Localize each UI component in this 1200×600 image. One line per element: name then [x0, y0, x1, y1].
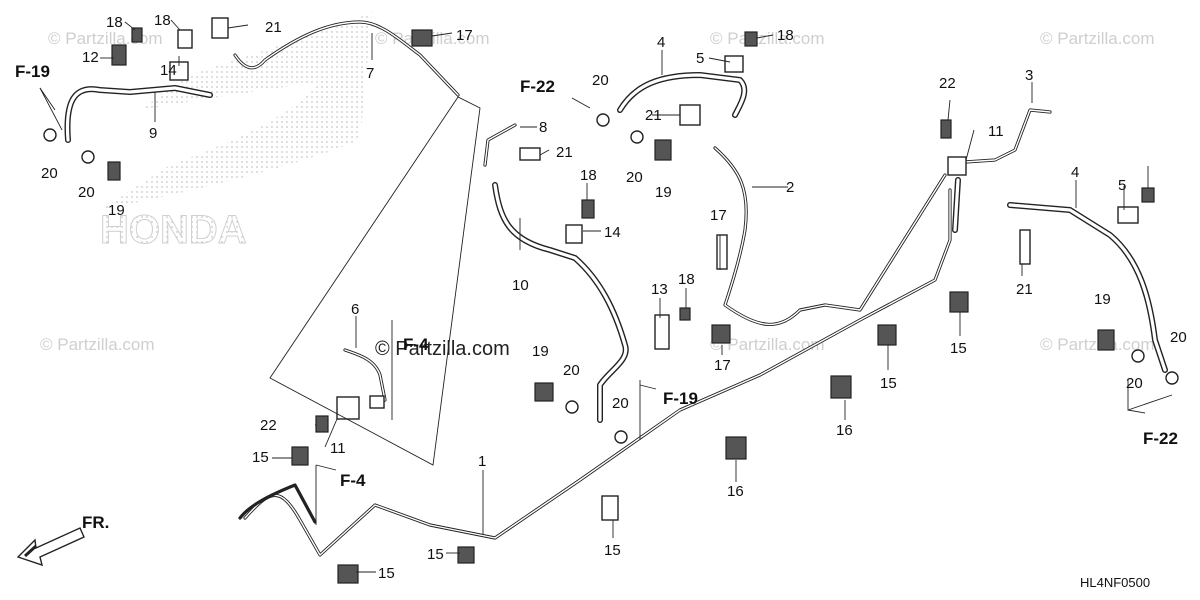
callout-15: 15	[950, 340, 967, 357]
callout-20: 20	[1170, 329, 1187, 346]
callout-22: 22	[260, 417, 277, 434]
callout-15: 15	[880, 375, 897, 392]
front-direction-arrow: FR.	[16, 513, 109, 567]
ref-f4-bottom: F-4	[340, 471, 366, 490]
callout-18: 18	[580, 167, 597, 184]
brake-pipe-1	[238, 188, 952, 557]
brake-pipe-2	[713, 146, 947, 326]
brake-hose-9	[64, 85, 213, 143]
callout-17-top: 17	[456, 27, 473, 44]
callout-3: 3	[1025, 67, 1033, 84]
callout-20: 20	[592, 72, 609, 89]
center-watermark: © Partzilla.com	[375, 338, 510, 360]
callout-19: 19	[1094, 291, 1111, 308]
callout-14-center: 14	[604, 224, 621, 241]
callout-5-top: 5	[696, 50, 704, 67]
honda-wing-logo: HONDA	[100, 12, 372, 253]
callout-20: 20	[41, 165, 58, 182]
callout-18: 18	[678, 271, 695, 288]
callout-12: 12	[82, 49, 99, 66]
callout-15: 15	[427, 546, 444, 563]
brake-hose-4-right	[1007, 202, 1168, 373]
ref-f22-top: F-22	[520, 77, 555, 96]
callout-21: 21	[265, 19, 282, 36]
callout-17-center: 17	[710, 207, 727, 224]
watermark-text: © Partzilla.com	[710, 335, 825, 354]
callout-labels: 1 2 3 4 4 5 5 6 7 8 9 10 11 11 12 13 14 …	[41, 12, 1187, 582]
callout-16: 16	[836, 422, 853, 439]
callout-4-right: 4	[1071, 164, 1079, 181]
callout-18: 18	[777, 27, 794, 44]
ref-f4-center: F-4	[403, 335, 429, 354]
direction-label: FR.	[82, 513, 109, 532]
brake-pipe-8	[483, 123, 517, 167]
guide-lines	[39, 87, 1173, 525]
callout-15: 15	[378, 565, 395, 582]
callout-19: 19	[655, 184, 672, 201]
brake-hose-4-top	[617, 72, 748, 118]
watermarks: © Partzilla.com © Partzilla.com © Partzi…	[40, 29, 1155, 360]
callout-2: 2	[786, 179, 794, 196]
brake-joint-11-top	[947, 156, 967, 176]
callout-21: 21	[1016, 281, 1033, 298]
callout-22: 22	[939, 75, 956, 92]
callout-18: 18	[106, 14, 123, 31]
callout-16: 16	[727, 483, 744, 500]
callout-11-top: 11	[988, 123, 1004, 140]
callout-21: 21	[645, 107, 662, 124]
watermark-text: © Partzilla.com	[48, 29, 163, 48]
brake-pipe-6	[343, 348, 387, 407]
callout-13: 13	[651, 281, 668, 298]
diagram-code: HL4NF0500	[1080, 575, 1150, 590]
callout-19: 19	[108, 202, 125, 219]
watermark-text: © Partzilla.com	[40, 335, 155, 354]
callout-20: 20	[626, 169, 643, 186]
callout-8: 8	[539, 119, 547, 136]
callout-9: 9	[149, 125, 157, 142]
callout-20: 20	[78, 184, 95, 201]
callout-17-bottom: 17	[714, 357, 731, 374]
callout-4-top: 4	[657, 34, 665, 51]
callout-1: 1	[478, 453, 486, 470]
callout-14-left: 14	[160, 62, 177, 79]
watermark-text: © Partzilla.com	[1040, 29, 1155, 48]
callout-18: 18	[154, 12, 171, 29]
callout-7: 7	[366, 65, 374, 82]
callout-5-right: 5	[1118, 177, 1126, 194]
leader-lines	[100, 19, 1149, 573]
ref-f19-center: F-19	[663, 389, 698, 408]
callout-15: 15	[252, 449, 269, 466]
brake-pipe-3	[963, 108, 1052, 164]
callout-10: 10	[512, 277, 529, 294]
callout-11-bottom: 11	[330, 440, 346, 457]
brake-hose-vertical	[952, 177, 961, 233]
ref-f19-top-left: F-19	[15, 62, 50, 81]
callout-15: 15	[604, 542, 621, 559]
honda-wordmark: HONDA	[100, 208, 247, 252]
watermark-text: © Partzilla.com	[710, 29, 825, 48]
brake-pipe-7	[233, 20, 460, 97]
callout-20: 20	[612, 395, 629, 412]
callout-21: 21	[556, 144, 573, 161]
callout-6: 6	[351, 301, 359, 318]
callout-20: 20	[563, 362, 580, 379]
brake-joint-11-bottom	[336, 396, 360, 420]
reference-labels: F-19 F-22 F-4 F-4 F-19 F-22	[15, 62, 1178, 490]
brake-hose-10	[492, 182, 629, 423]
watermark-text: © Partzilla.com	[1040, 335, 1155, 354]
callout-19: 19	[532, 343, 549, 360]
fittings	[43, 17, 1179, 584]
callout-20: 20	[1126, 375, 1143, 392]
ref-f22-right: F-22	[1143, 429, 1178, 448]
